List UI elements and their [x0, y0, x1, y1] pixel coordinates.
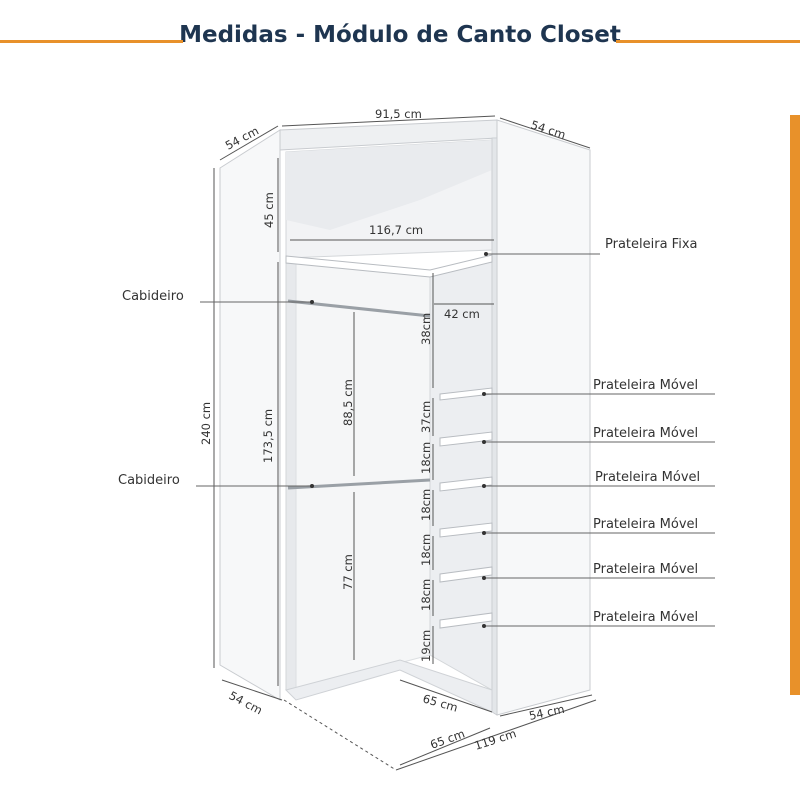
- label-total-height: 240 cm: [199, 402, 213, 445]
- page-title: Medidas - Módulo de Canto Closet: [179, 22, 621, 48]
- leader-dot-movable-4: [482, 531, 486, 535]
- label-inner-depth: 42 cm: [444, 307, 480, 321]
- callout-movable-5: Prateleira Móvel: [593, 562, 698, 577]
- dim-line-bottom-depth-right: [499, 694, 593, 717]
- callout-movable-4: Prateleira Móvel: [593, 517, 698, 532]
- label-lower-hang: 77 cm: [341, 554, 355, 590]
- leader-dot-rod-upper: [310, 300, 314, 304]
- label-shelf-gap-7: 19cm: [419, 630, 433, 662]
- leader-dot-movable-1: [482, 392, 486, 396]
- label-shelf-gap-1: 38cm: [419, 313, 433, 345]
- dim-line-bottom-depth-left: [221, 679, 283, 701]
- label-inner-height: 173,5 cm: [261, 409, 275, 463]
- fixed-shelf: [285, 254, 493, 278]
- leader-dot-movable-2: [482, 440, 486, 444]
- leader-dot-fixed-shelf: [484, 252, 488, 256]
- callout-movable-6: Prateleira Móvel: [593, 610, 698, 625]
- leader-dot-rod-lower: [310, 484, 314, 488]
- label-bottom-total: 119 cm: [473, 726, 518, 753]
- label-shelf-gap-3: 18cm: [419, 442, 433, 474]
- dim-line-top-depth-left: [219, 125, 279, 161]
- callout-movable-3: Prateleira Móvel: [595, 470, 700, 485]
- callout-movable-2: Prateleira Móvel: [593, 426, 698, 441]
- callout-rod-upper: Cabideiro: [122, 289, 184, 304]
- movable-shelf-4: [439, 522, 493, 538]
- label-top-gap: 45 cm: [262, 192, 276, 228]
- accent-side-bar: [790, 115, 800, 695]
- label-shelf-gap-6: 18cm: [419, 579, 433, 611]
- title-rule-right: [616, 40, 800, 43]
- label-shelf-gap-5: 18cm: [419, 534, 433, 566]
- title-rule-left: [0, 40, 183, 43]
- movable-shelves: [439, 387, 493, 629]
- label-inner-width: 116,7 cm: [369, 223, 423, 237]
- right-side-front-edge: [491, 137, 498, 716]
- callout-fixed-shelf: Prateleira Fixa: [605, 237, 698, 252]
- movable-shelf-2: [439, 431, 493, 447]
- movable-shelf-3: [439, 476, 493, 492]
- callout-rod-lower: Cabideiro: [118, 473, 180, 488]
- dim-line-bottom-total: [395, 699, 597, 771]
- label-shelf-gap-2: 37cm: [419, 401, 433, 433]
- leader-dot-movable-3: [482, 484, 486, 488]
- leader-dot-movable-5: [482, 576, 486, 580]
- leader-dot-movable-6: [482, 624, 486, 628]
- dim-line-top-width: [281, 115, 496, 127]
- movable-shelf-5: [439, 566, 493, 583]
- dim-line-bottom-inner: [399, 679, 493, 713]
- label-top-width: 91,5 cm: [375, 107, 422, 121]
- label-bottom-65: 65 cm: [428, 726, 466, 751]
- left-interior-wall: [285, 257, 297, 691]
- dim-line-top-depth-right: [499, 117, 591, 149]
- label-shelf-gap-4: 18cm: [419, 489, 433, 521]
- dim-line-diagonal-dashed: [283, 699, 397, 771]
- callout-movable-1: Prateleira Móvel: [593, 378, 698, 393]
- back-wall-main: [295, 261, 431, 691]
- movable-shelf-6: [439, 612, 493, 629]
- left-side-panel: [219, 129, 281, 701]
- inner-ceiling: [286, 140, 492, 230]
- label-upper-hang: 88,5 cm: [341, 379, 355, 426]
- dim-line-bottom-65: [399, 727, 491, 766]
